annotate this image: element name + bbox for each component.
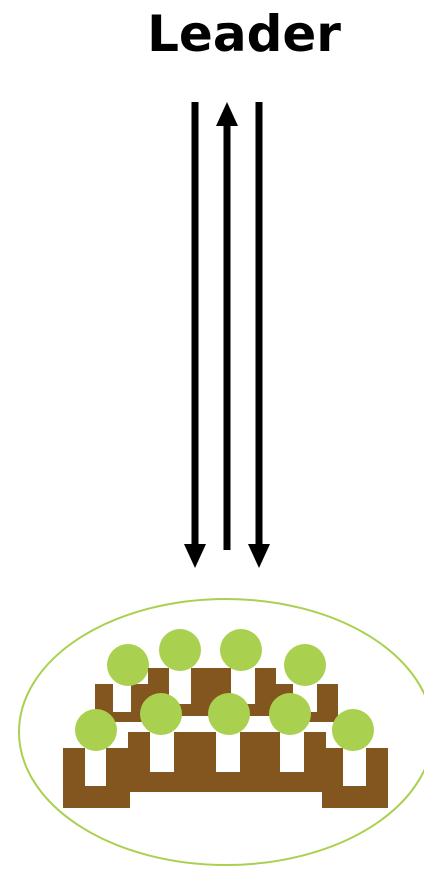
person (194, 693, 262, 792)
arrow-down-left (184, 102, 206, 568)
arrow-down-right (248, 102, 270, 568)
person (128, 693, 196, 792)
people-front-row (63, 693, 388, 808)
person (95, 644, 149, 722)
arrow-up-middle (216, 102, 238, 550)
person (322, 709, 388, 808)
person (258, 693, 326, 792)
leader-title: Leader (147, 5, 341, 63)
communication-arrows (184, 102, 270, 568)
person (63, 709, 130, 808)
group-ellipse (18, 598, 424, 866)
